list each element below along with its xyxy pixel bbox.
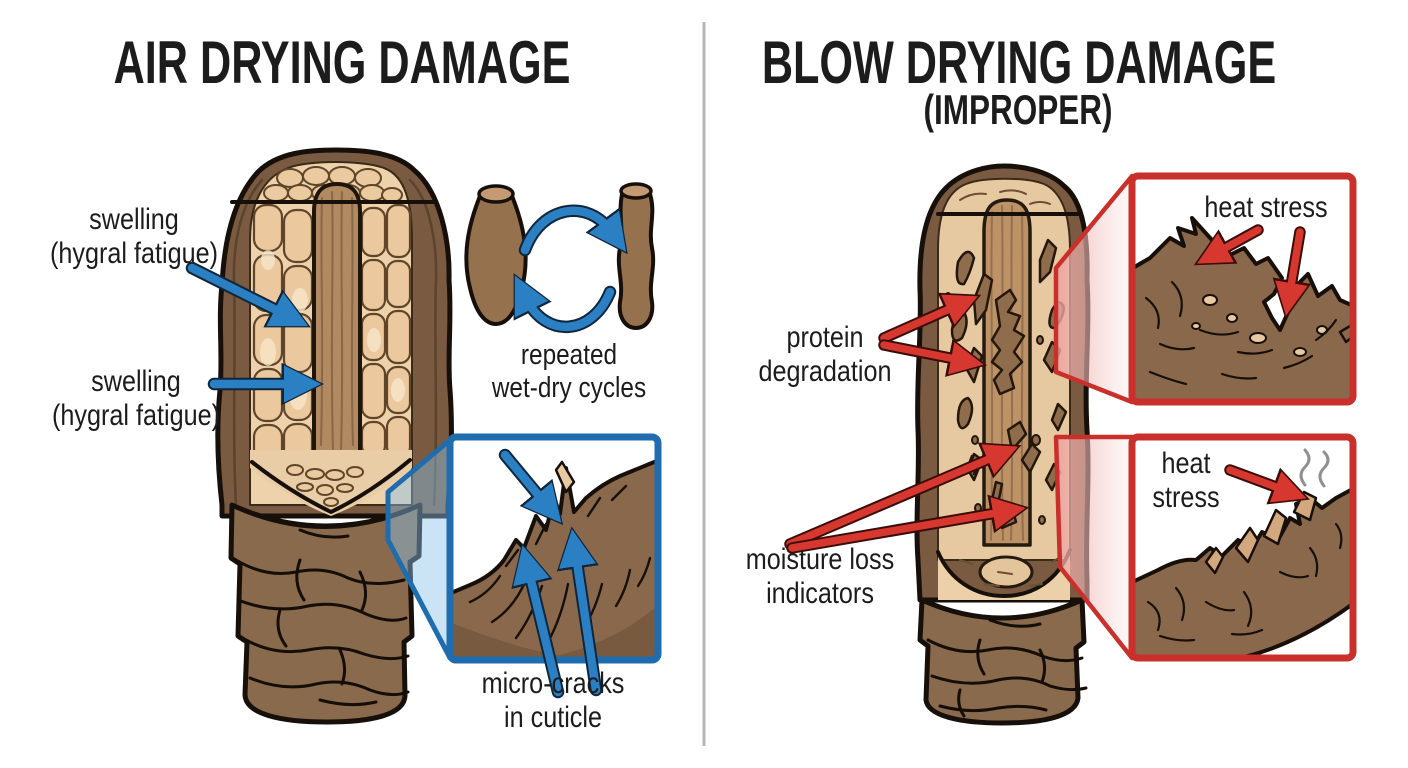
heat-stress-arrow-bottom: [1224, 464, 1310, 505]
protein-degradation-arrows: [878, 292, 988, 377]
air-dried-hair-shaft-illustration: [215, 147, 454, 725]
heat-stress-arrows-top: [1193, 224, 1312, 320]
rough-strand: [616, 192, 656, 330]
micro-cracks-inset: [446, 433, 662, 664]
wet-dry-cycles-line1: repeated: [520, 339, 618, 372]
swelling-label-bottom-line1: swelling: [91, 365, 181, 399]
heat-stress-label-top: heat stress: [1204, 191, 1328, 225]
heat-stress-bottom-line2: stress: [1152, 481, 1220, 514]
micro-cracks-label: micro-cracks in cuticle: [482, 667, 625, 735]
left-panel-title: AIR DRYING DAMAGE: [113, 29, 571, 96]
heat-stress-bottom-line1: heat: [1161, 447, 1211, 481]
wet-dry-strands-illustration: [464, 182, 656, 330]
right-panel-subtitle: (IMPROPER): [923, 86, 1113, 133]
moisture-loss-label: moisture loss indicators: [746, 543, 894, 611]
moisture-loss-arrows: [784, 442, 1030, 554]
swelling-label-bottom: swelling (hygral fatigue): [52, 365, 220, 433]
micro-cracks-line1: micro-cracks: [481, 667, 625, 701]
heat-stress-inset-top: [1128, 172, 1357, 406]
protein-degradation-label: protein degradation: [758, 321, 891, 389]
wet-dry-cycles-line2: wet-dry cycles: [491, 372, 647, 404]
heat-stress-label-bottom: heat stress: [1152, 447, 1219, 515]
protein-degradation-line1: protein: [786, 321, 864, 355]
micro-crack-pointer-arrows: [498, 448, 603, 699]
protein-degradation-line2: degradation: [758, 355, 892, 388]
swelling-label-top: swelling (hygral fatigue): [50, 203, 218, 271]
wet-dry-cycles-label: repeated wet-dry cycles: [492, 339, 646, 405]
red-arrows: [784, 224, 1312, 554]
swollen-strand: [464, 194, 528, 326]
moisture-loss-line1: moisture loss: [745, 543, 895, 577]
swelling-label-top-line2: (hygral fatigue): [49, 237, 219, 270]
swelling-arrow-top: [185, 261, 311, 328]
right-panel-title: BLOW DRYING DAMAGE: [761, 29, 1277, 96]
swelling-label-top-line1: swelling: [89, 203, 179, 237]
swelling-label-bottom-line2: (hygral fatigue): [51, 399, 221, 432]
blue-arrows: [185, 204, 628, 699]
medulla-column: [312, 182, 362, 462]
micro-cracks-line2: in cuticle: [503, 701, 603, 734]
moisture-loss-line2: indicators: [766, 577, 874, 610]
cycle-arrows-icon: [513, 204, 628, 333]
